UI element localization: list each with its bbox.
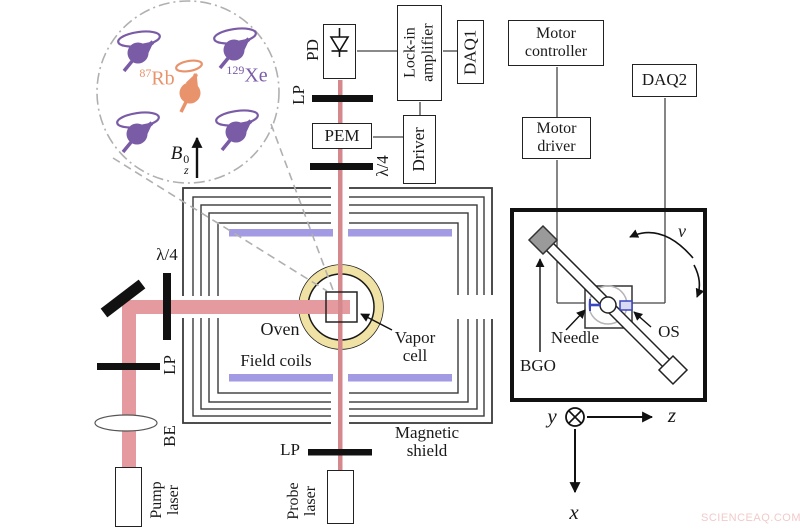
- field-superscript: 0: [183, 151, 190, 166]
- rb-symbol: Rb: [151, 68, 175, 91]
- daq1-box: DAQ1: [457, 20, 484, 84]
- rb-isotope: 87: [139, 66, 152, 81]
- linear-polarizer-bottom: [308, 449, 372, 456]
- inset-circle: [96, 0, 280, 184]
- lockin-amplifier-label: Lock-in amplifier: [401, 23, 437, 83]
- needle-label: Needle: [550, 327, 600, 347]
- xe-spin: [116, 111, 160, 154]
- pd-box: [323, 24, 356, 79]
- vapor-cell: [325, 291, 358, 323]
- xe-isotope: 129: [226, 63, 245, 78]
- pump-laser-box: [115, 467, 142, 527]
- optical-sensor: [619, 300, 633, 311]
- motor-driver-box: Motor driver: [522, 117, 591, 159]
- qwp-pump-label: λ/4: [156, 244, 178, 264]
- pem-box: PEM: [312, 123, 372, 149]
- os-label-pointer: [633, 311, 652, 328]
- lp-pump-label: LP: [159, 355, 179, 375]
- probe-laser-box: [327, 470, 354, 524]
- field-symbol: B: [170, 142, 183, 164]
- pd-label: PD: [302, 39, 322, 61]
- beam-expander-lens: [94, 414, 158, 432]
- quarter-waveplate-top: [310, 163, 373, 170]
- driver-box: Driver: [403, 115, 436, 184]
- field-coils: [229, 229, 452, 382]
- vapor-cell-label: Vapor cell: [394, 327, 436, 365]
- daq1-label: DAQ1: [460, 29, 480, 75]
- mirror: [100, 279, 146, 318]
- spin-inset: [96, 0, 280, 184]
- xe-label: 129Xe: [216, 63, 278, 89]
- linear-polarizer-top: [312, 95, 373, 102]
- y-axis-label: y: [547, 403, 557, 428]
- coordinate-axes: [565, 407, 654, 494]
- rotation-arc-ccw: [629, 229, 694, 259]
- os-label: OS: [658, 321, 680, 341]
- be-label: BE: [159, 425, 179, 447]
- quarter-waveplate-pump: [163, 273, 171, 340]
- bgo-label: BGO: [520, 355, 556, 375]
- lockin-amplifier-box: Lock-in amplifier: [397, 5, 442, 101]
- inset-callout-lines: [112, 123, 334, 292]
- lp-top-label: LP: [288, 85, 308, 105]
- daq2-box: DAQ2: [632, 64, 697, 97]
- rod-end-diamond: [657, 354, 689, 386]
- magnetic-shield-label: Magnetic shield: [394, 422, 460, 460]
- driver-label: Driver: [409, 127, 429, 172]
- rotation-unit-frame: [510, 208, 707, 402]
- rb-label: 87Rb: [131, 66, 183, 92]
- linear-polarizer-pump: [97, 363, 160, 370]
- qwp-top-label: λ/4: [372, 155, 392, 177]
- oven-label: Oven: [260, 319, 300, 340]
- needle-label-pointer: [565, 309, 586, 331]
- probe-laser-label: Probe laser: [284, 482, 319, 520]
- pump-laser-label: Pump laser: [147, 481, 182, 519]
- xe-spin: [215, 109, 259, 152]
- rotation-arc-cw: [693, 264, 705, 298]
- motor-controller-box: Motor controller: [508, 20, 604, 66]
- xe-spin: [213, 27, 257, 70]
- z-axis-label: z: [667, 402, 677, 427]
- lp-bottom-label: LP: [280, 439, 300, 459]
- xe-symbol: Xe: [244, 65, 268, 88]
- watermark: SCIENCEAQ.COM: [701, 512, 800, 524]
- rotation-unit: [527, 224, 705, 386]
- rb-spin: [175, 59, 203, 113]
- field-subscript: z: [183, 163, 189, 177]
- x-axis-label: x: [569, 499, 579, 524]
- xe-spin: [117, 30, 161, 73]
- rotation-frequency-label: ν: [678, 221, 686, 242]
- photodiode-icon: [329, 28, 350, 57]
- field-coils-label: Field coils: [240, 350, 312, 370]
- probe-beam: [338, 80, 343, 470]
- bgo-crystal: [527, 224, 559, 256]
- vapor-cell-pointer: [360, 313, 393, 331]
